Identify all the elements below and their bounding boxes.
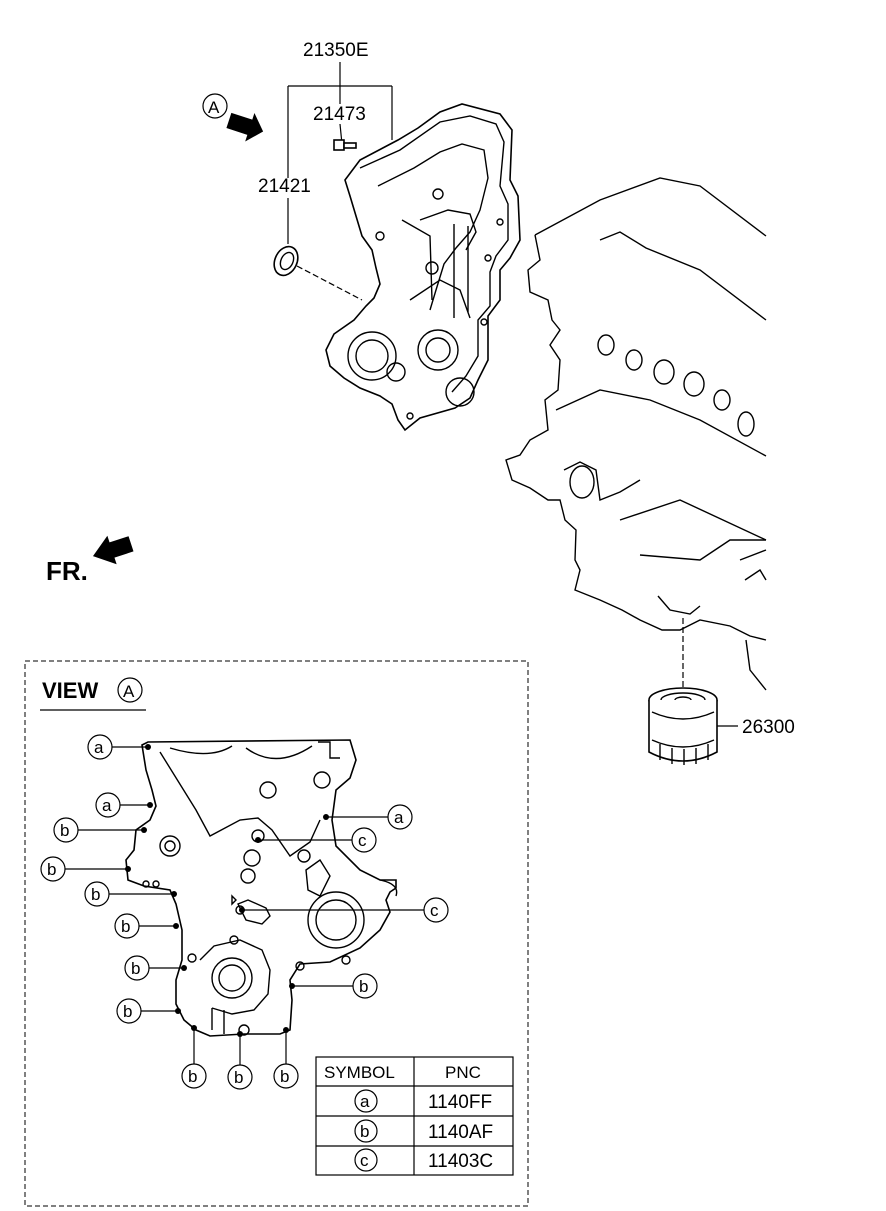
- callout-letter: b: [121, 917, 130, 936]
- legend-row: c 11403C: [354, 1148, 493, 1172]
- timing-chain-cover-illustration: [325, 103, 521, 432]
- part-number-oil-filter: 26300: [742, 717, 795, 738]
- leader-lines-cover: [287, 62, 393, 244]
- callout-a-1: a: [87, 734, 151, 760]
- legend-symbol: a: [360, 1092, 370, 1111]
- view-title: VIEW: [42, 678, 98, 703]
- legend-header-pnc: PNC: [445, 1063, 481, 1082]
- engine-block-illustration: [505, 177, 767, 691]
- callout-b-6: b: [116, 998, 181, 1024]
- callout-b-10: b: [289, 973, 378, 999]
- callout-letter: b: [188, 1067, 197, 1086]
- legend-symbol: b: [360, 1122, 369, 1141]
- callout-letter: b: [47, 860, 56, 879]
- callout-letter: b: [234, 1068, 243, 1087]
- legend-header-symbol: SYMBOL: [324, 1063, 395, 1082]
- front-label: FR.: [46, 556, 88, 586]
- legend-row: a 1140FF: [354, 1089, 492, 1113]
- legend-symbol: c: [360, 1151, 369, 1170]
- callout-b-2: b: [40, 856, 131, 882]
- view-a-panel: [24, 660, 529, 1207]
- callout-b-1: b: [53, 817, 147, 843]
- part-number-cover-assembly: 21350E: [303, 40, 369, 61]
- legend-row: b 1140AF: [354, 1119, 493, 1143]
- callout-letter: b: [280, 1067, 289, 1086]
- front-arrow-icon: [92, 535, 134, 565]
- callout-c-1: c: [255, 827, 377, 853]
- callout-letter: b: [91, 885, 100, 904]
- callout-b-9: b: [273, 1027, 299, 1089]
- callout-b-5: b: [124, 955, 187, 981]
- part-number-bolt: 21473: [313, 104, 366, 125]
- callout-b-3: b: [84, 881, 177, 907]
- callout-letter: b: [359, 977, 368, 996]
- callout-letter: a: [394, 808, 404, 827]
- legend-pnc: 1140AF: [428, 1122, 493, 1143]
- callout-b-8: b: [227, 1031, 253, 1090]
- seal-illustration: [273, 245, 363, 301]
- view-ref-letter: A: [208, 98, 220, 117]
- view-direction-arrow-icon: [226, 112, 264, 142]
- callout-c-2: c: [239, 897, 449, 923]
- callout-letter: b: [60, 821, 69, 840]
- front-direction: FR.: [46, 535, 134, 586]
- callout-a-2: a: [95, 792, 153, 818]
- legend-table: SYMBOL PNC a 1140FF b 1140AF c 11403C: [315, 1056, 514, 1176]
- callout-letter: a: [94, 738, 104, 757]
- part-number-seal: 21421: [258, 176, 311, 197]
- callout-b-7: b: [181, 1025, 207, 1089]
- oil-filter-illustration: [648, 687, 738, 765]
- callout-b-4: b: [114, 913, 179, 939]
- callout-a-3: a: [323, 804, 413, 830]
- callout-letter: b: [123, 1002, 132, 1021]
- view-a-heading: VIEW A: [40, 677, 146, 711]
- legend-pnc: 11403C: [428, 1151, 493, 1172]
- callout-letter: c: [358, 831, 367, 850]
- view-title-letter: A: [123, 682, 135, 701]
- legend-pnc: 1140FF: [428, 1092, 492, 1113]
- callout-letter: a: [102, 796, 112, 815]
- view-a-marker: A: [202, 93, 264, 142]
- callout-letter: b: [131, 959, 140, 978]
- view-a-cover-outline: [125, 739, 398, 1037]
- bolt-illustration: [333, 139, 357, 151]
- callout-letter: c: [430, 901, 439, 920]
